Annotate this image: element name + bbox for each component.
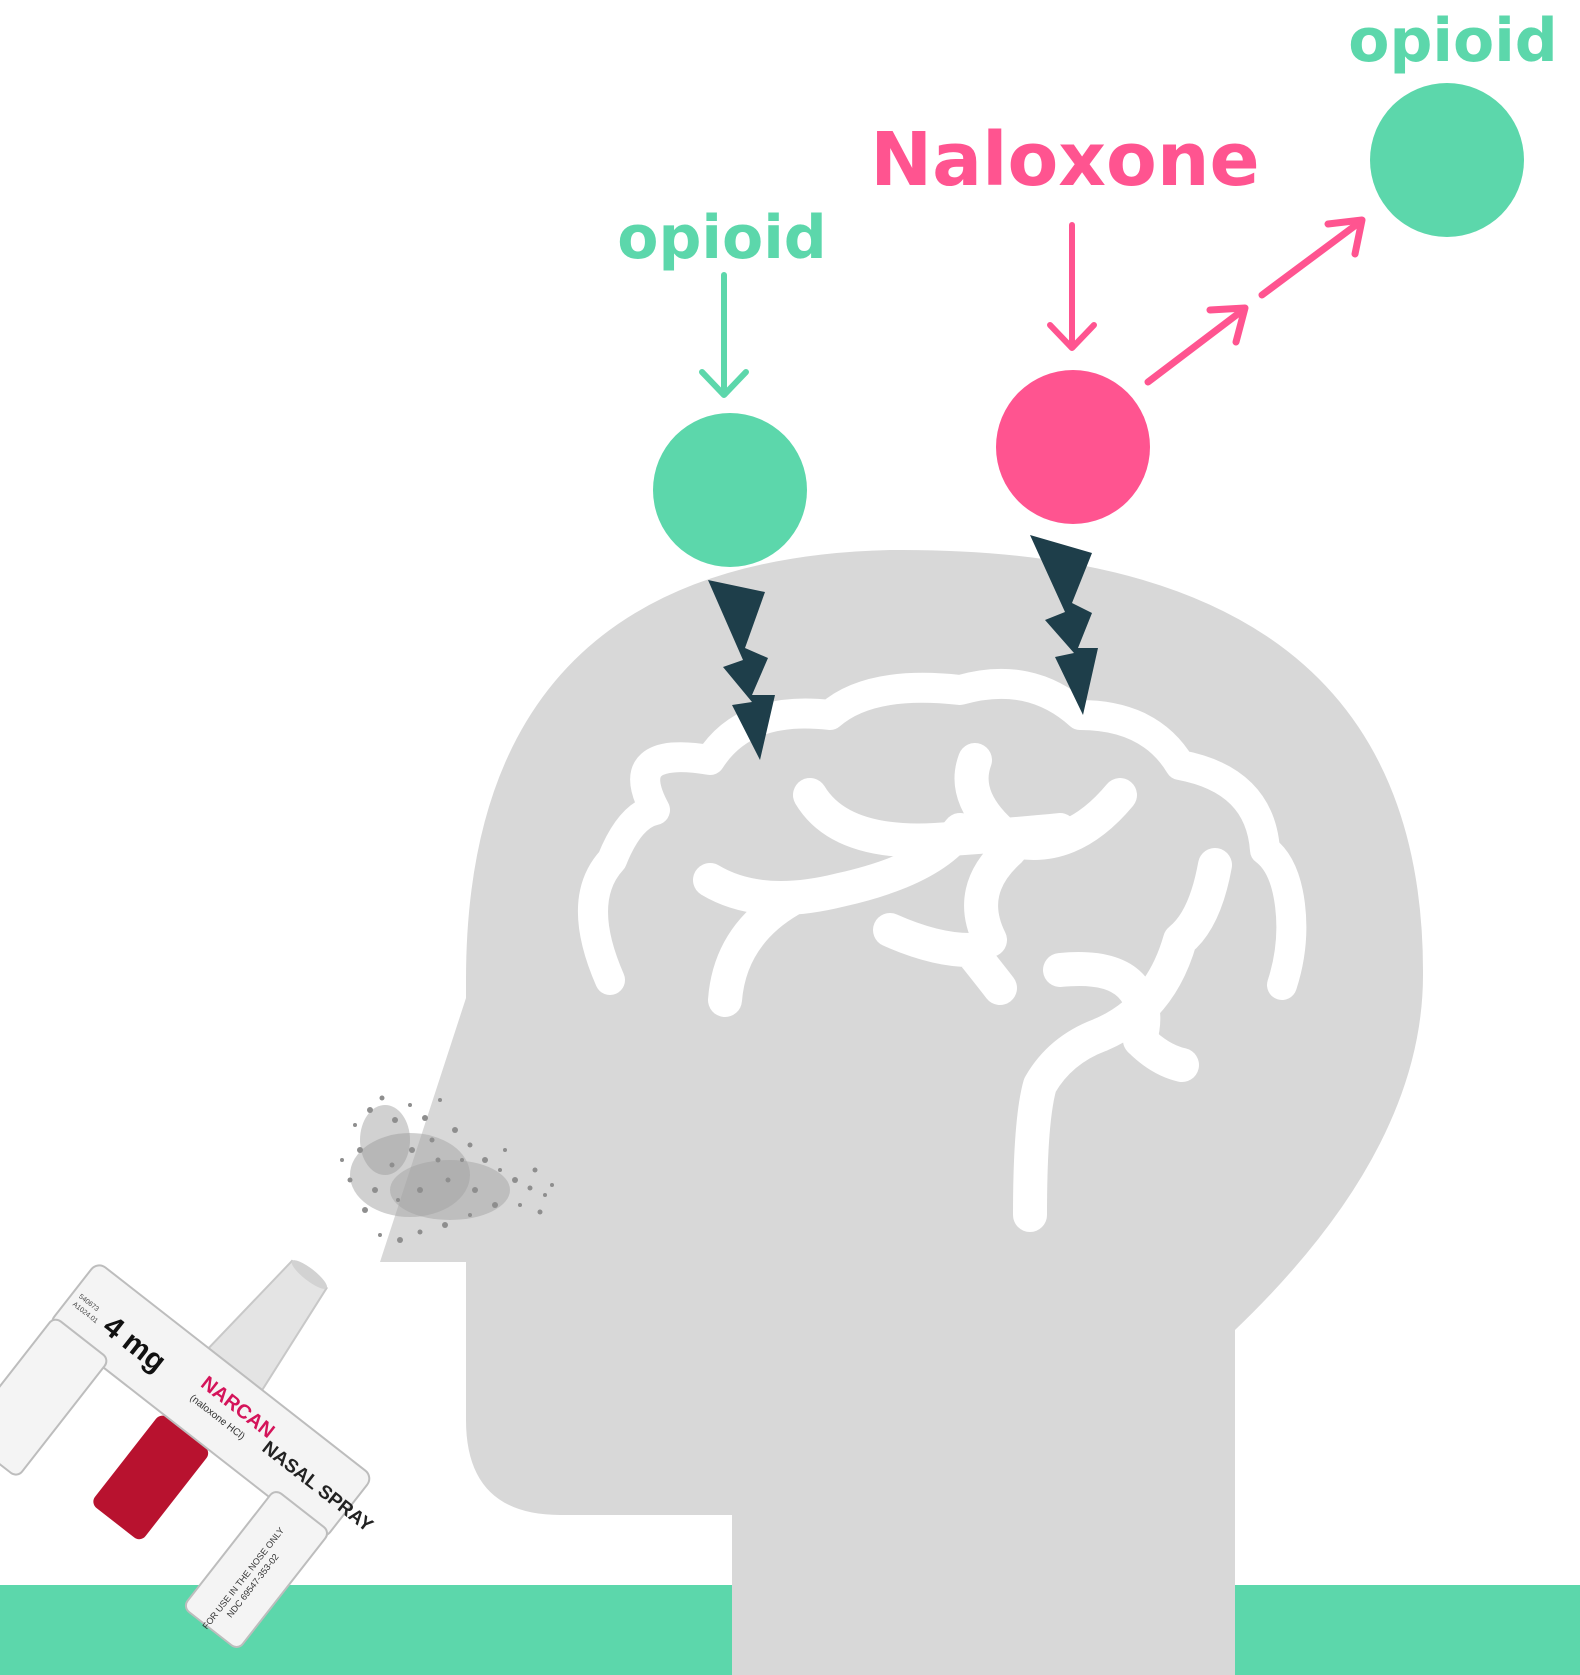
head-silhouette-icon (380, 550, 1423, 1675)
naloxone-circle (996, 370, 1150, 524)
naloxone-label: Naloxone (870, 117, 1260, 203)
opioid-left-label: opioid (617, 203, 826, 273)
arrow-down-naloxone (1050, 225, 1094, 348)
arrow-displace-1 (1148, 308, 1245, 382)
opioid-right-label: opioid (1348, 6, 1557, 76)
opioid-left-circle (653, 413, 807, 567)
arrow-displace-2 (1262, 220, 1362, 295)
opioid-right-circle (1370, 83, 1524, 237)
arrow-down-opioid-left (702, 275, 746, 395)
